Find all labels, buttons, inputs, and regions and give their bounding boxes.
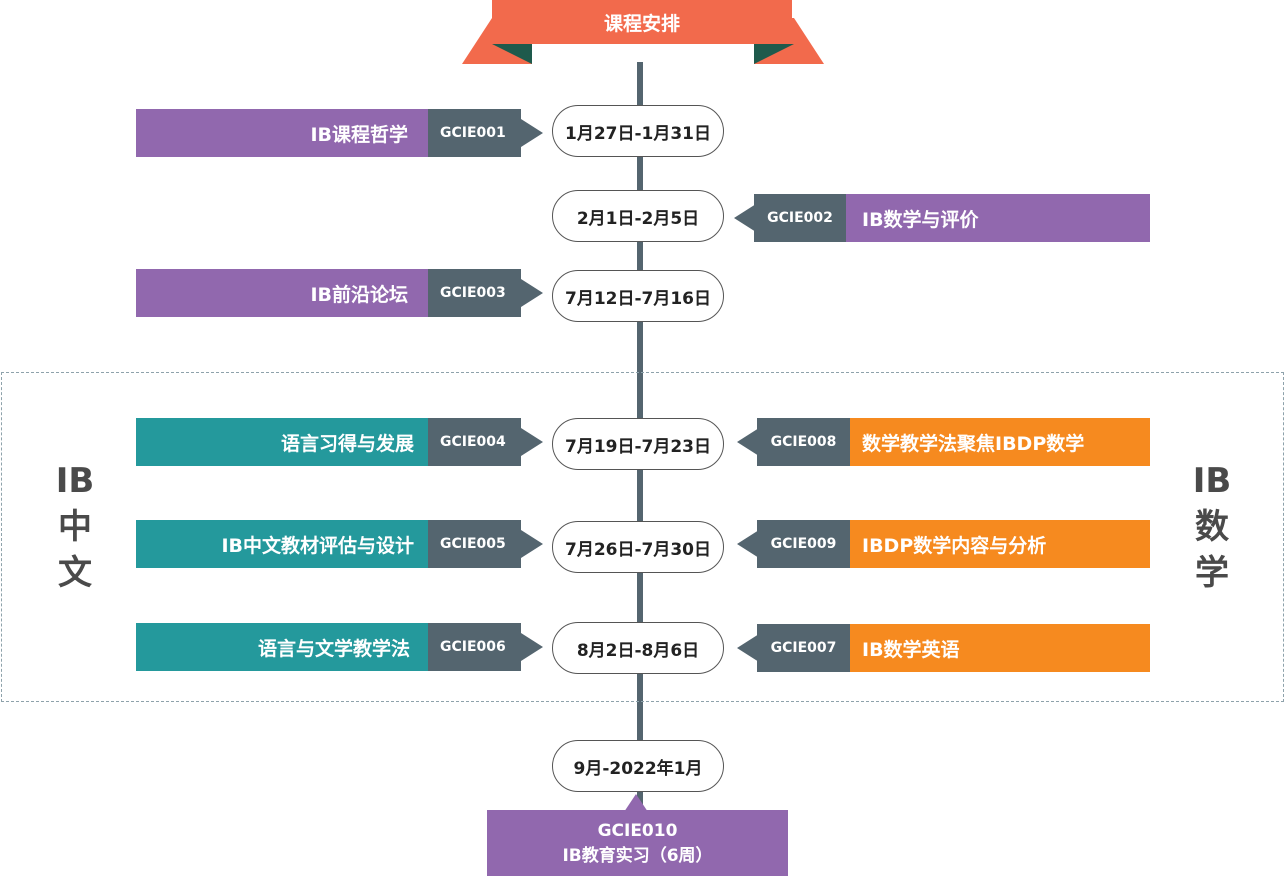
- course-title: 语言与文学教学法: [136, 623, 428, 671]
- course-code: GCIE005: [428, 520, 521, 568]
- course-card-gcie005: IB中文教材评估与设计 GCIE005: [136, 520, 543, 568]
- course-code: GCIE001: [428, 109, 521, 157]
- date-pill: 9月-2022年1月: [552, 740, 724, 792]
- arrow-right-icon: [521, 418, 543, 466]
- course-title: IB数学英语: [850, 624, 1150, 672]
- internship-code: GCIE010: [597, 820, 678, 841]
- date-pill: 2月1日-2月5日: [552, 190, 724, 242]
- group-box: [1, 372, 1284, 702]
- label-ib-math: IB 数 学: [1192, 461, 1232, 593]
- arrow-right-icon: [521, 520, 543, 568]
- arrow-right-icon: [521, 623, 543, 671]
- course-card-gcie009: GCIE009 IBDP数学内容与分析: [737, 520, 1150, 568]
- course-card-gcie007: GCIE007 IB数学英语: [737, 624, 1150, 672]
- course-code: GCIE004: [428, 418, 521, 466]
- arrow-left-icon: [737, 624, 759, 672]
- date-pill: 8月2日-8月6日: [552, 622, 724, 674]
- course-title: IB中文教材评估与设计: [136, 520, 428, 568]
- course-card-gcie001: IB课程哲学 GCIE001: [136, 109, 543, 157]
- arrow-left-icon: [734, 194, 756, 242]
- internship-card: GCIE010 IB教育实习（6周）: [487, 810, 788, 876]
- date-pill: 1月27日-1月31日: [552, 105, 724, 157]
- course-code: GCIE003: [428, 269, 521, 317]
- course-title: IBDP数学内容与分析: [850, 520, 1150, 568]
- date-pill: 7月19日-7月23日: [552, 418, 724, 470]
- course-title: 语言习得与发展: [136, 418, 428, 466]
- course-card-gcie004: 语言习得与发展 GCIE004: [136, 418, 543, 466]
- date-pill: 7月26日-7月30日: [552, 521, 724, 573]
- course-code: GCIE002: [754, 194, 846, 242]
- arrow-right-icon: [521, 269, 543, 317]
- schedule-title: 课程安排: [492, 0, 792, 44]
- course-card-gcie002: GCIE002 IB数学与评价: [734, 194, 1150, 242]
- course-code: GCIE009: [757, 520, 850, 568]
- course-title: 数学教学法聚焦IBDP数学: [850, 418, 1150, 466]
- course-title: IB数学与评价: [846, 194, 1150, 242]
- internship-title: IB教育实习（6周）: [562, 845, 713, 866]
- arrow-left-icon: [737, 520, 759, 568]
- course-title: IB前沿论坛: [136, 269, 428, 317]
- date-pill: 7月12日-7月16日: [552, 270, 724, 322]
- arrow-left-icon: [737, 418, 759, 466]
- arrow-up-icon: [624, 794, 648, 812]
- arrow-right-icon: [521, 109, 543, 157]
- course-card-gcie003: IB前沿论坛 GCIE003: [136, 269, 543, 317]
- course-code: GCIE007: [757, 624, 850, 672]
- course-card-gcie006: 语言与文学教学法 GCIE006: [136, 623, 543, 671]
- course-card-gcie008: GCIE008 数学教学法聚焦IBDP数学: [737, 418, 1150, 466]
- course-code: GCIE006: [428, 623, 521, 671]
- course-title: IB课程哲学: [136, 109, 428, 157]
- course-code: GCIE008: [757, 418, 850, 466]
- label-ib-chinese: IB 中 文: [55, 461, 95, 593]
